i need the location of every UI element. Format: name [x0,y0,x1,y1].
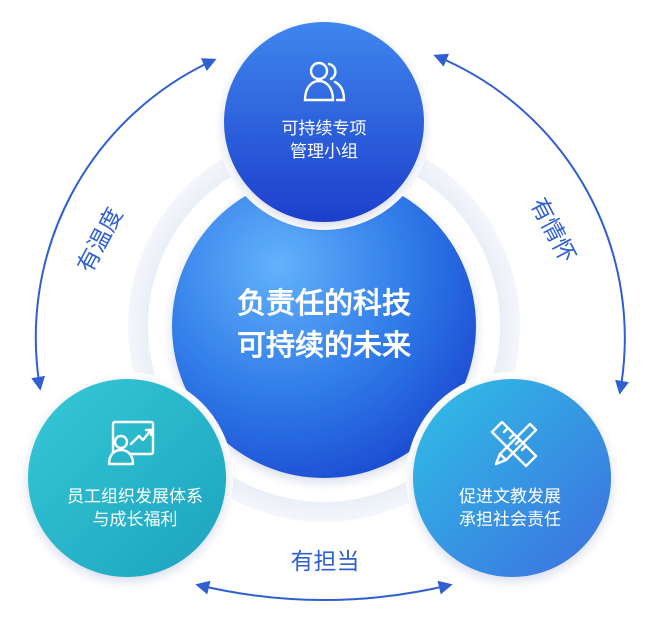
users-icon [303,61,346,102]
arrow-bottom-arc [195,580,453,601]
right-node-label: 促进文教发展 承担社会责任 [410,486,610,532]
arrow-left-arc [31,58,217,391]
ruler-pencil-icon [490,420,538,468]
left-node-line1: 员工组织发展体系 [67,487,203,507]
top-node-label: 可持续专项 管理小组 [249,118,399,164]
edge-label-bottom: 有担当 [290,549,360,575]
right-node-line2: 承担社会责任 [459,509,561,530]
left-node [28,379,226,577]
center-circle [172,174,476,478]
center-line2: 可持续的未来 [236,328,411,363]
right-node [413,379,611,577]
center-line1: 负责任的科技 [236,286,411,320]
top-node-line1: 可持续专项 [281,119,367,139]
left-node-label: 员工组织发展体系 与成长福利 [30,486,240,532]
arrow-right-arc [433,53,629,395]
top-node [224,22,424,222]
left-node-line2: 与成长福利 [92,509,178,530]
right-node-line1: 促进文教发展 [459,487,561,507]
center-label: 负责任的科技 可持续的未来 [204,282,444,366]
top-node-line2: 管理小组 [290,141,358,162]
presentation-growth-icon [107,420,155,466]
